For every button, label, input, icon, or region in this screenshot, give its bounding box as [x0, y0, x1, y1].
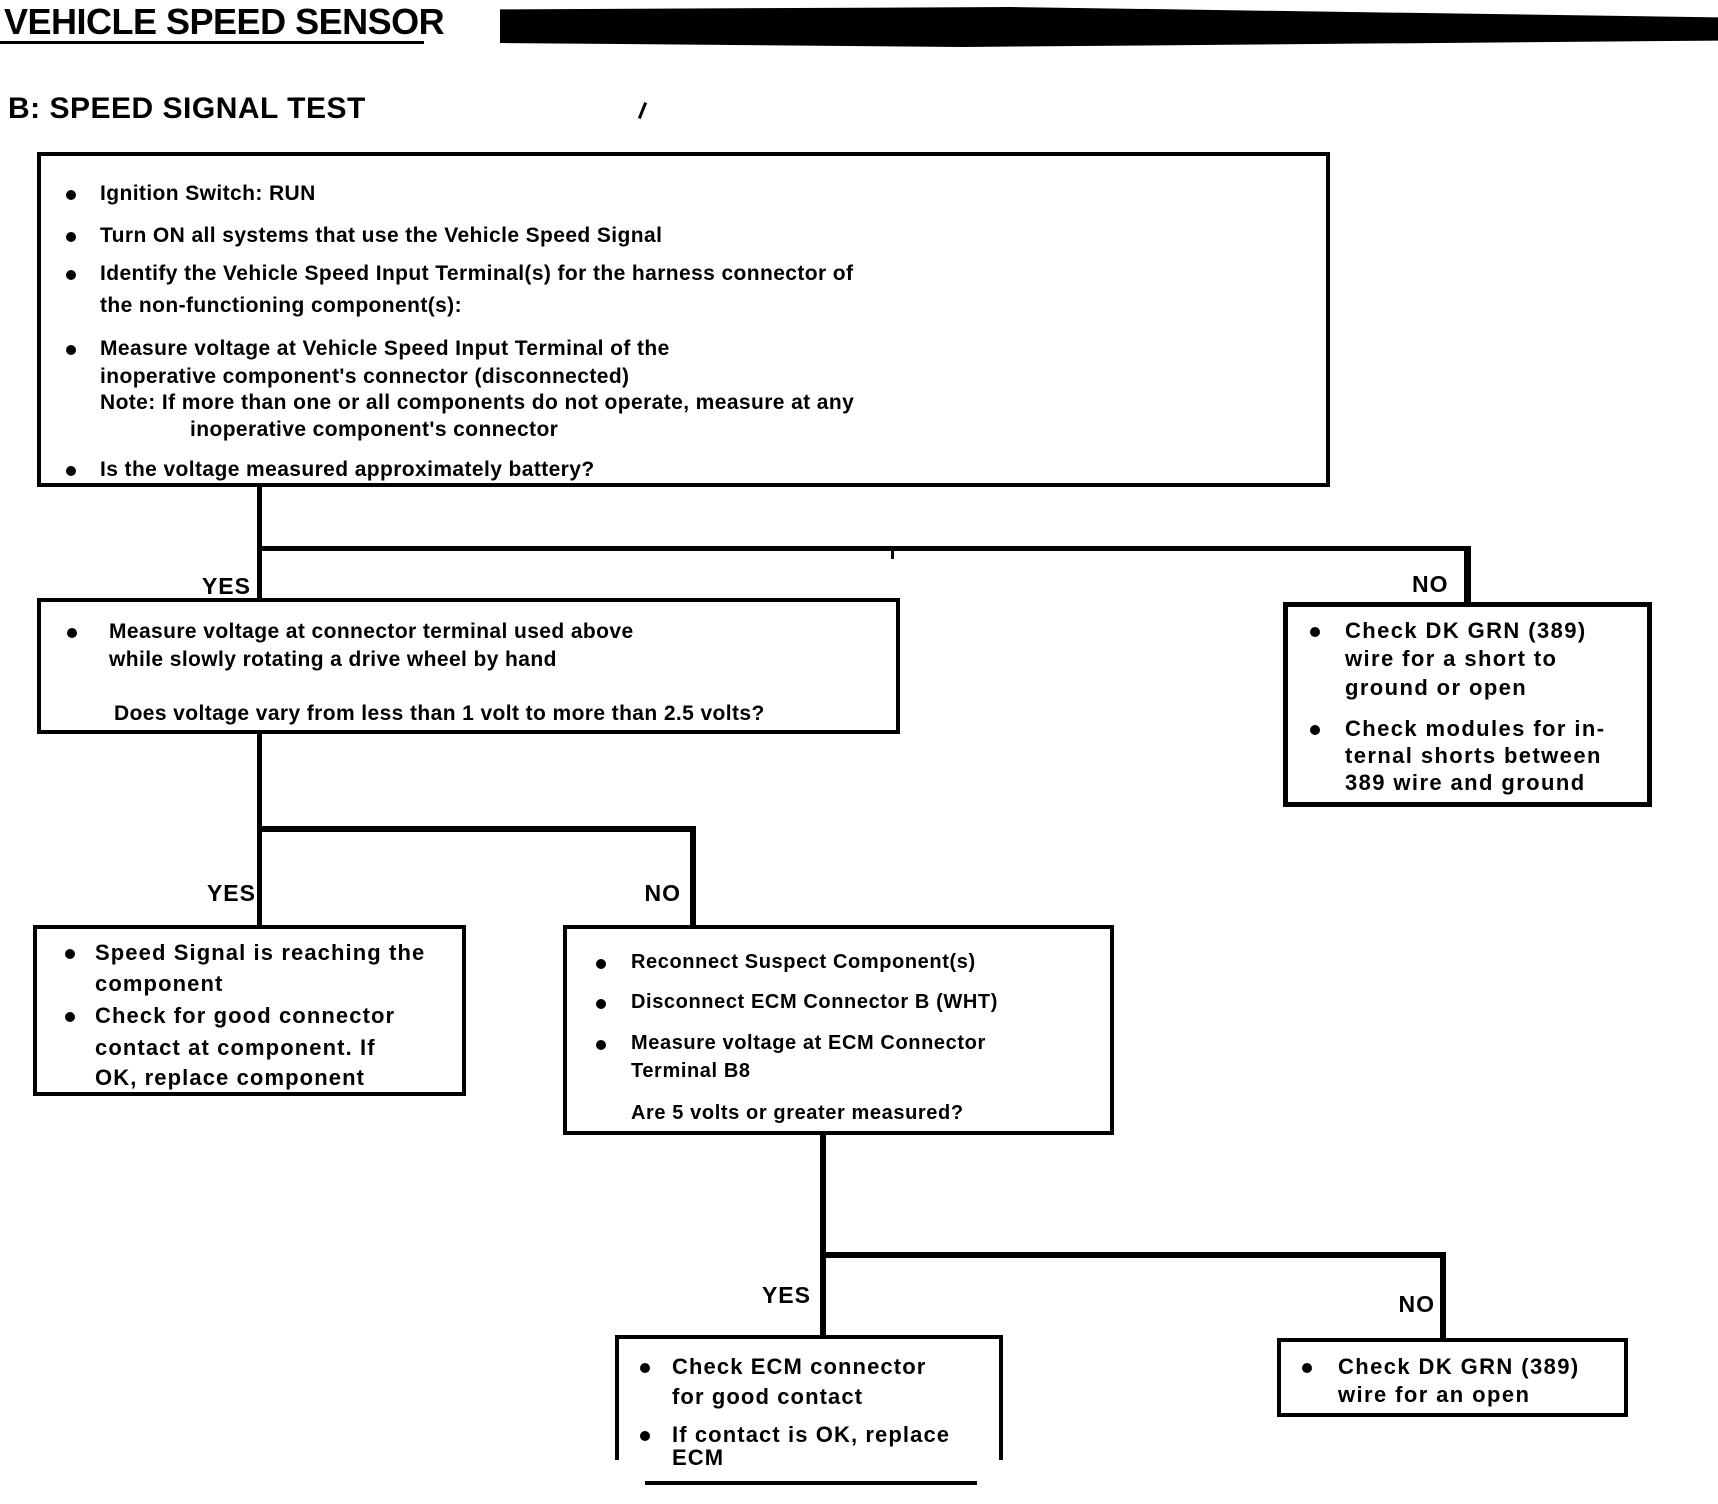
box-underline — [645, 1481, 977, 1485]
text-line: Measure voltage at ECM Connector — [631, 1032, 986, 1054]
bullet-icon — [66, 232, 76, 242]
branch-no-label: NO — [644, 880, 681, 906]
page-title: VEHICLE SPEED SENSOR — [4, 1, 445, 42]
branch-yes-label: YES — [206, 880, 256, 906]
connector-line — [257, 546, 1471, 551]
branch-yes-label: YES — [761, 1282, 811, 1308]
text-line: Terminal B8 — [631, 1060, 751, 1082]
text-line: Reconnect Suspect Component(s) — [631, 951, 976, 973]
rotate-wheel-box: Measure voltage at connector terminal us… — [37, 598, 900, 734]
bullet-icon — [596, 999, 606, 1009]
text-line: wire for a short to — [1345, 646, 1558, 671]
branch-no-label: NO — [1412, 571, 1449, 597]
text-line: Note: If more than one or all components… — [100, 391, 855, 414]
text-line: If contact is OK, replace — [672, 1422, 951, 1447]
text-line: wire for an open — [1338, 1382, 1531, 1407]
bullet-icon — [66, 466, 76, 476]
text-line: while slowly rotating a drive wheel by h… — [109, 648, 557, 671]
bullet-icon — [596, 959, 606, 969]
stray-tick — [891, 549, 894, 559]
branch-yes-label: YES — [201, 573, 251, 599]
section-title: B: SPEED SIGNAL TEST — [8, 92, 366, 125]
text-line: 389 wire and ground — [1345, 770, 1586, 795]
question-line: Does voltage vary from less than 1 volt … — [114, 702, 765, 725]
text-line: component — [95, 971, 224, 996]
stray-mark — [637, 102, 648, 119]
bullet-icon — [596, 1040, 606, 1050]
connector-line — [820, 1252, 1446, 1258]
bullet-icon — [1310, 725, 1320, 735]
connector-line — [820, 1135, 826, 1335]
text-line: Speed Signal is reaching the — [95, 940, 426, 965]
text-line: Measure voltage at Vehicle Speed Input T… — [100, 337, 670, 360]
text-line: ground or open — [1345, 675, 1528, 700]
start-box: Ignition Switch: RUN Turn ON all systems… — [37, 152, 1330, 487]
ecm-voltage-box: Reconnect Suspect Component(s) Disconnec… — [563, 925, 1114, 1135]
text-line: Check for good connector — [95, 1003, 396, 1028]
text-line: Check ECM connector — [672, 1354, 927, 1379]
connector-line — [257, 826, 696, 832]
title-underline — [0, 41, 424, 44]
short-to-ground-box: Check DK GRN (389) wire for a short to g… — [1283, 602, 1652, 807]
header-bar — [500, 7, 1718, 47]
bullet-icon — [66, 270, 76, 280]
bullet-icon — [1302, 1363, 1312, 1373]
branch-no-label: NO — [1398, 1291, 1435, 1317]
connector-line — [257, 487, 262, 602]
component-check-box: Speed Signal is reaching the component C… — [33, 925, 466, 1096]
text-line: Check DK GRN (389) — [1338, 1354, 1580, 1379]
bullet-icon — [640, 1431, 650, 1441]
text-line: Check modules for in- — [1345, 716, 1606, 741]
text-line: Is the voltage measured approximately ba… — [100, 458, 595, 481]
text-line: Check DK GRN (389) — [1345, 618, 1587, 643]
text-line: Disconnect ECM Connector B (WHT) — [631, 991, 998, 1013]
text-line: contact at component. If — [95, 1035, 376, 1060]
bullet-icon — [65, 1012, 75, 1022]
question-line: Are 5 volts or greater measured? — [631, 1102, 964, 1124]
text-line: for good contact — [672, 1384, 864, 1409]
connector-line — [1440, 1252, 1446, 1338]
text-line: Measure voltage at connector terminal us… — [109, 620, 634, 643]
ecm-replace-box: Check ECM connector for good contact If … — [615, 1335, 1003, 1469]
bullet-icon — [65, 949, 75, 959]
bullet-icon — [66, 345, 76, 355]
bullet-icon — [1310, 627, 1320, 637]
text-line: Ignition Switch: RUN — [100, 182, 316, 205]
text-line: OK, replace component — [95, 1065, 366, 1090]
text-line: Turn ON all systems that use the Vehicle… — [100, 224, 663, 247]
text-line: ternal shorts between — [1345, 743, 1602, 768]
open-wire-box: Check DK GRN (389) wire for an open — [1277, 1338, 1628, 1417]
bullet-icon — [640, 1363, 650, 1373]
connector-line — [1464, 546, 1471, 604]
bullet-icon — [66, 190, 76, 200]
text-line: inoperative component's connector (disco… — [100, 365, 630, 388]
text-line: the non-functioning component(s): — [100, 294, 462, 317]
bullet-icon — [67, 628, 77, 638]
text-line: inoperative component's connector — [190, 418, 559, 441]
connector-line — [690, 826, 696, 925]
text-line: ECM — [672, 1445, 725, 1470]
text-line: Identify the Vehicle Speed Input Termina… — [100, 262, 854, 285]
